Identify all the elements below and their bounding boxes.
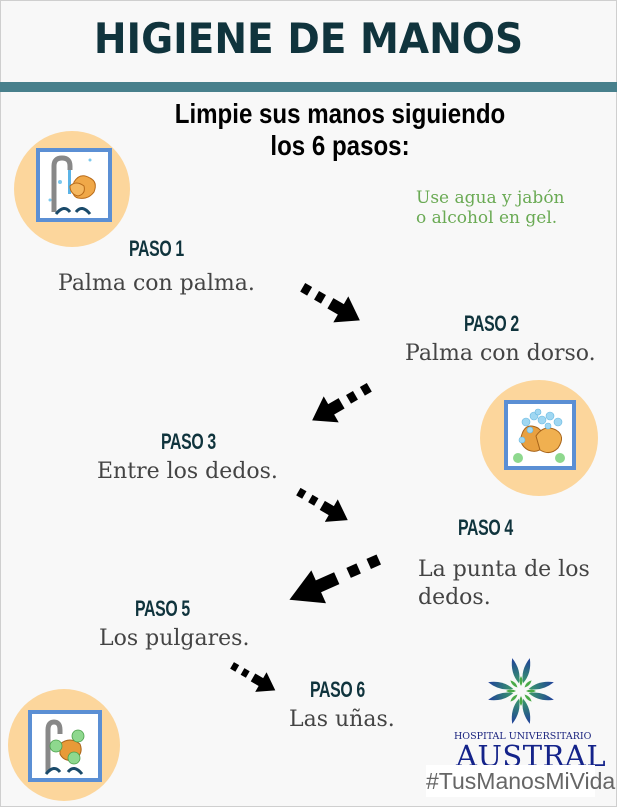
dashed-arrow-down-right-icon — [296, 487, 348, 522]
step-6-label: PASO 6 — [310, 677, 365, 702]
step-2-label: PASO 2 — [464, 311, 519, 336]
handwash-faucet-icon — [36, 148, 112, 222]
campaign-hashtag: #TusManosMiVida — [426, 765, 615, 797]
intro-line-1: Limpie sus manos siguiendo — [174, 98, 506, 129]
step-4-text: La punta de los dedos. — [418, 556, 590, 612]
soapy-hands-icon — [504, 400, 576, 470]
header-divider-bar — [0, 82, 617, 92]
dashed-arrow-down-left-icon — [289, 554, 381, 604]
note-line-1: Use agua y jabón — [416, 188, 565, 208]
hospital-subtitle: HOSPITAL UNIVERSITARIO — [454, 731, 592, 742]
intro-heading: Limpie sus manos siguiendo los 6 pasos: — [151, 98, 529, 162]
step-1-label: PASO 1 — [129, 236, 184, 261]
page-title: HIGIENE DE MANOS — [93, 14, 524, 63]
hospital-austral-logo-icon — [488, 658, 554, 724]
soap-note: Use agua y jabón o alcohol en gel. — [416, 188, 565, 228]
dashed-arrow-down-right-icon — [230, 662, 276, 692]
intro-line-2: los 6 pasos: — [270, 130, 410, 161]
note-line-2: o alcohol en gel. — [416, 208, 558, 228]
step-1-text: Palma con palma. — [58, 271, 255, 296]
step-4-text-line-2: dedos. — [418, 585, 491, 610]
step-5-label: PASO 5 — [135, 596, 190, 621]
step-5-text: Los pulgares. — [99, 626, 250, 651]
step-4-label: PASO 4 — [458, 515, 513, 540]
step-4-text-line-1: La punta de los — [418, 557, 590, 582]
step-2-text: Palma con dorso. — [405, 341, 596, 366]
germs-hands-faucet-icon — [28, 710, 102, 782]
dashed-arrow-down-left-icon — [312, 383, 372, 423]
step-3-text: Entre los dedos. — [97, 459, 278, 484]
step-3-label: PASO 3 — [161, 429, 216, 454]
step-6-text: Las uñas. — [289, 707, 395, 732]
dashed-arrow-down-right-icon — [300, 283, 360, 323]
